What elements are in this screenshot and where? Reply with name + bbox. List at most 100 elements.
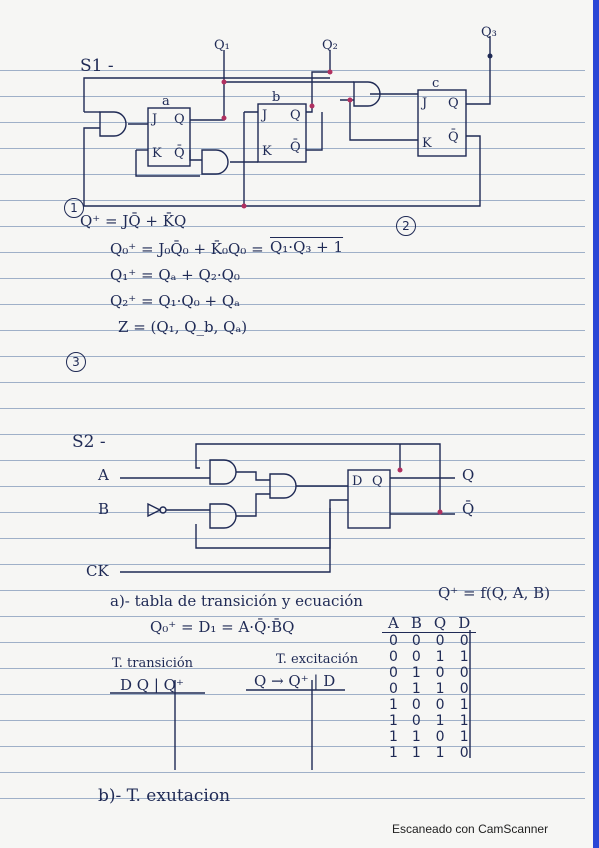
and-gate-1 xyxy=(99,111,127,137)
cell: 1 xyxy=(435,713,445,729)
excitation-table-title: T. excitación xyxy=(276,652,359,667)
ff-c-q: Q xyxy=(448,96,459,111)
cell: 0 xyxy=(459,745,469,761)
cell: 0 xyxy=(459,633,469,649)
and-gate-s2-2 xyxy=(269,473,297,499)
equation-4: Q₂⁺ = Q₁·Q₀ + Qₐ xyxy=(110,292,240,310)
cell: 0 xyxy=(435,729,445,745)
ff-b-k: K xyxy=(262,144,272,159)
ff-b-j: J xyxy=(262,108,268,123)
s1-q3-label: Q₃ xyxy=(481,25,497,40)
ff-d-input: D xyxy=(352,474,363,489)
ff-a-label: a xyxy=(162,94,170,109)
ff-a-k: K xyxy=(152,146,162,161)
ff-a-q: Q xyxy=(174,112,185,127)
wire-q2 xyxy=(306,50,331,113)
s2-out-qbar: Q̄ xyxy=(462,500,475,518)
section-a-title: a)- tabla de transición y ecuación xyxy=(110,592,363,610)
ff-b-box xyxy=(257,103,307,163)
cell: 0 xyxy=(388,681,398,697)
ff-b-qbar: Q̄ xyxy=(290,140,301,155)
cell: 0 xyxy=(388,633,398,649)
s2-input-a: A xyxy=(98,466,109,484)
cell: 0 xyxy=(459,665,469,681)
transition-table-cols: D Q | Q⁺ xyxy=(120,676,184,694)
s1-label: S1 - xyxy=(80,56,114,76)
cell: 0 xyxy=(435,697,445,713)
ff-c-j: J xyxy=(422,96,428,111)
s2-input-b: B xyxy=(98,500,110,518)
and-gate-3 xyxy=(353,81,381,107)
s2-label: S2 - xyxy=(72,432,106,452)
cell: 1 xyxy=(388,729,398,745)
note-number-2: 2 xyxy=(396,216,416,236)
not-gate xyxy=(147,502,162,518)
equation-2: Q₀⁺ = J₀Q̄₀ + K̄₀Q₀ = xyxy=(110,240,264,258)
and-gate-2 xyxy=(201,149,229,175)
cell: 0 xyxy=(411,697,421,713)
ff-c-qbar: Q̄ xyxy=(448,130,459,145)
truth-table-header: A B Q D xyxy=(382,614,477,633)
scanner-watermark: Escaneado con CamScanner xyxy=(392,822,549,836)
and-gate-s2-1 xyxy=(209,459,237,485)
ff-c-label: c xyxy=(432,76,440,91)
ff-a-j: J xyxy=(152,112,158,127)
ff-d-box xyxy=(347,469,391,529)
s1-q2-label: Q₂ xyxy=(322,38,338,53)
ff-c-k: K xyxy=(422,136,432,151)
note-number-3: 3 xyxy=(66,352,86,372)
cell: 1 xyxy=(435,649,445,665)
s2-out-q: Q xyxy=(462,466,475,484)
transition-table-title: T. transición xyxy=(112,656,194,671)
equation-2-right: Q₁·Q₃ + 1 xyxy=(270,238,344,256)
cell: 1 xyxy=(411,729,421,745)
equation-3: Q₁⁺ = Qₐ + Q₂·Q₀ xyxy=(110,266,240,284)
cell: 1 xyxy=(435,745,445,761)
cell: 1 xyxy=(388,697,398,713)
wire-q1 xyxy=(190,50,225,121)
section-b-title: b)- T. exutacion xyxy=(98,786,231,806)
col-d: D xyxy=(452,614,477,633)
cell: 1 xyxy=(459,649,469,665)
section-a-equation: Q₀⁺ = D₁ = A·Q̄·B̄Q xyxy=(150,618,295,636)
ff-b-label: b xyxy=(272,90,281,105)
col-q: Q xyxy=(427,614,453,633)
s1-q1-label: Q₁ xyxy=(214,38,230,53)
cell: 0 xyxy=(435,665,445,681)
ff-a-box xyxy=(147,107,191,167)
cell: 0 xyxy=(411,633,421,649)
cell: 0 xyxy=(411,713,421,729)
col-a: A xyxy=(382,614,405,633)
cell: 1 xyxy=(459,697,469,713)
cell: 1 xyxy=(411,745,421,761)
cell: 1 xyxy=(459,713,469,729)
ff-b-q: Q xyxy=(290,108,301,123)
cell: 0 xyxy=(388,665,398,681)
s2-clock: CK xyxy=(86,562,109,580)
note-number-1: 1 xyxy=(64,198,84,218)
col-b: B xyxy=(404,614,428,633)
cell: 1 xyxy=(411,665,421,681)
cell: 0 xyxy=(459,681,469,697)
ff-c-box xyxy=(417,89,467,157)
cell: 1 xyxy=(388,713,398,729)
cell: 0 xyxy=(435,633,445,649)
cell: 0 xyxy=(411,649,421,665)
excitation-table-cols: Q → Q⁺ | D xyxy=(254,672,336,690)
cell: 1 xyxy=(388,745,398,761)
cell: 0 xyxy=(388,649,398,665)
ff-a-qbar: Q̄ xyxy=(174,146,185,161)
cell: 1 xyxy=(411,681,421,697)
equation-5: Z = (Q₁, Q_b, Qₐ) xyxy=(118,318,248,336)
cell: 1 xyxy=(459,729,469,745)
